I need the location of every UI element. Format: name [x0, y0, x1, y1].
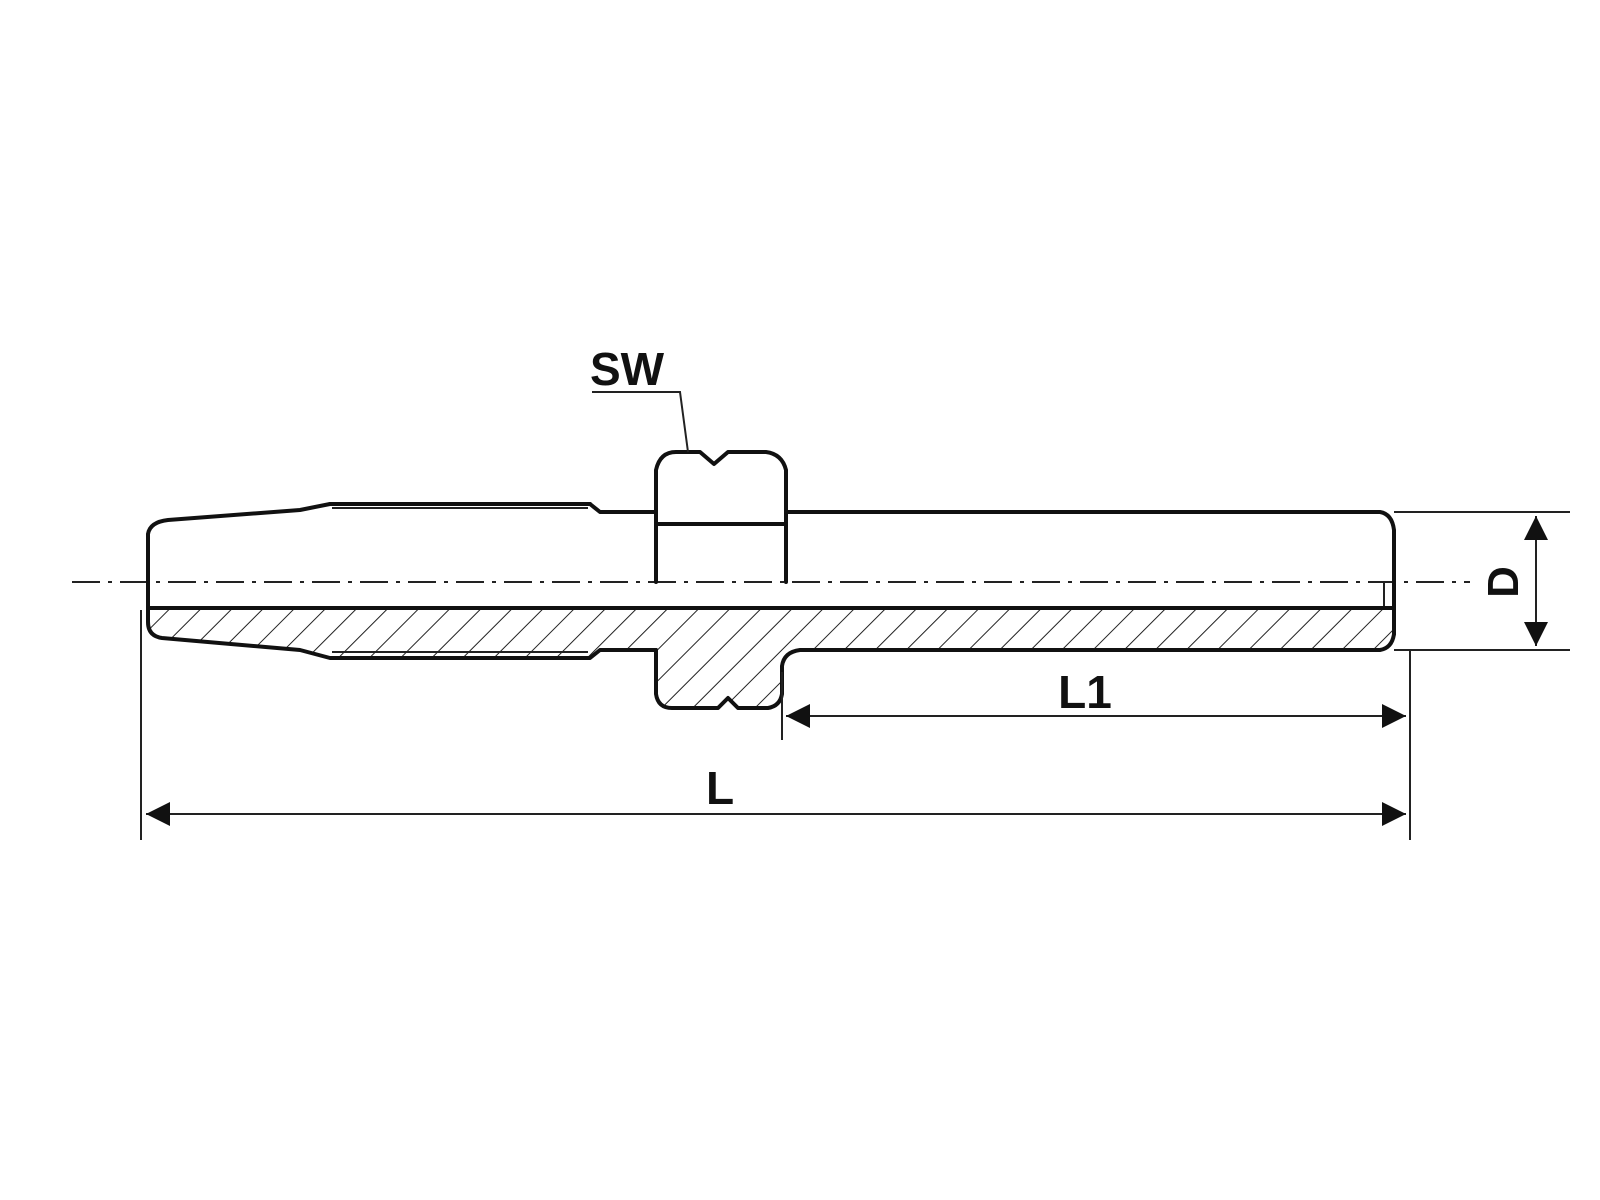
d-label: D — [1479, 566, 1528, 598]
fitting-outline — [146, 450, 1396, 710]
l-dimension — [140, 610, 1406, 840]
l-label: L — [706, 762, 734, 814]
sw-label: SW — [590, 343, 665, 395]
l1-dimension — [781, 650, 1411, 840]
d-dimension — [1394, 511, 1570, 651]
section-hatching — [148, 608, 1392, 708]
sw-leader — [592, 391, 689, 453]
l1-label: L1 — [1058, 666, 1112, 718]
